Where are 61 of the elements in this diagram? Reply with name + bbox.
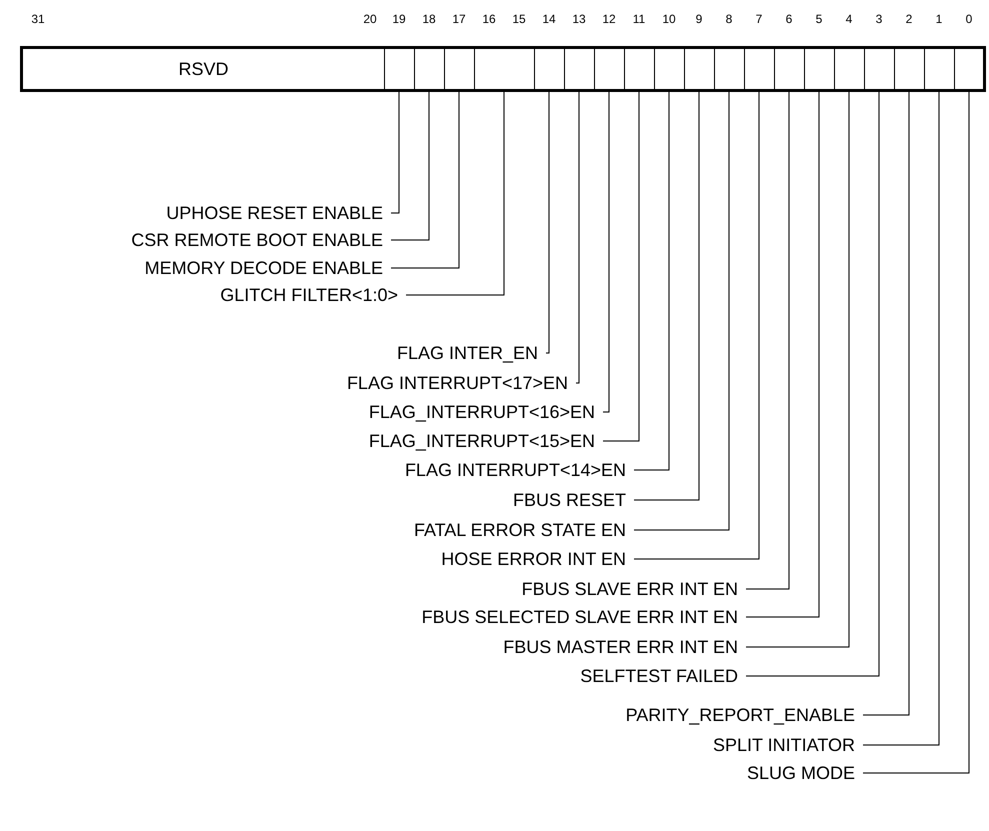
bit-number: 18	[422, 12, 436, 26]
field-name: FLAG_INTERRUPT<16>EN	[368, 402, 603, 422]
leader-line	[390, 92, 460, 268]
leader-line	[862, 92, 940, 746]
field-name: PARITY_REPORT_ENABLE	[626, 705, 863, 725]
field-name: FLAG INTER_EN	[396, 343, 546, 363]
field-name: UPHOSE RESET ENABLE	[166, 203, 391, 223]
field-name: SELFTEST FAILED	[580, 666, 746, 686]
leader-line	[602, 92, 610, 412]
leader-line	[634, 92, 760, 560]
leader-line	[390, 92, 400, 214]
leader-line	[576, 92, 580, 384]
bit-number: 10	[662, 12, 676, 26]
leader-line	[406, 92, 504, 296]
bit-number: 6	[786, 12, 792, 26]
field-name: FBUS RESET	[512, 490, 634, 510]
bit-number: 5	[816, 12, 822, 26]
field-name: HOSE ERROR INT EN	[441, 549, 634, 569]
reserved-field: RSVD	[23, 49, 384, 89]
bit-number: 3	[876, 12, 882, 26]
bit-number: 15	[512, 12, 526, 26]
leader-line	[634, 92, 670, 470]
field-name: FLAG INTERRUPT<17>EN	[346, 373, 576, 393]
field-name: FBUS SELECTED SLAVE ERR INT EN	[422, 607, 746, 627]
bit-number: 20	[363, 12, 377, 26]
field-name: FLAG_INTERRUPT<15>EN	[368, 431, 603, 451]
field-name: FLAG INTERRUPT<14>EN	[404, 460, 634, 480]
field-name: FBUS SLAVE ERR INT EN	[522, 579, 746, 599]
field-name: SLUG MODE	[746, 763, 863, 783]
bit-number: 7	[756, 12, 762, 26]
bit-number: 1	[936, 12, 942, 26]
field-name: CSR REMOTE BOOT ENABLE	[131, 230, 391, 250]
bit-number: 8	[726, 12, 732, 26]
field-name: FBUS MASTER ERR INT EN	[503, 637, 746, 657]
bit-number: 14	[542, 12, 556, 26]
field-name: SPLIT INITIATOR	[712, 735, 863, 755]
bit-number: 16	[482, 12, 496, 26]
bit-number: 17	[452, 12, 466, 26]
leader-line	[746, 92, 820, 618]
bit-number: 2	[906, 12, 912, 26]
bit-number: 9	[696, 12, 702, 26]
leader-line	[546, 92, 550, 354]
field-name: FATAL ERROR STATE EN	[414, 520, 634, 540]
leader-line	[746, 92, 880, 676]
leader-line	[862, 92, 970, 774]
leader-line	[390, 92, 430, 240]
bit-number: 0	[966, 12, 972, 26]
leader-line	[746, 92, 790, 590]
bit-number: 4	[846, 12, 852, 26]
bit-number: 12	[602, 12, 616, 26]
field-name: GLITCH FILTER<1:0>	[220, 285, 406, 305]
leader-line	[634, 92, 700, 500]
field-name: MEMORY DECODE ENABLE	[144, 258, 391, 278]
leader-line	[746, 92, 850, 648]
leader-line	[602, 92, 640, 442]
leader-line	[634, 92, 730, 530]
bit-number: 13	[572, 12, 586, 26]
bit-number: 11	[632, 12, 646, 26]
leader-line	[862, 92, 910, 716]
bit-number: 19	[392, 12, 406, 26]
bit-number: 31	[31, 12, 45, 26]
